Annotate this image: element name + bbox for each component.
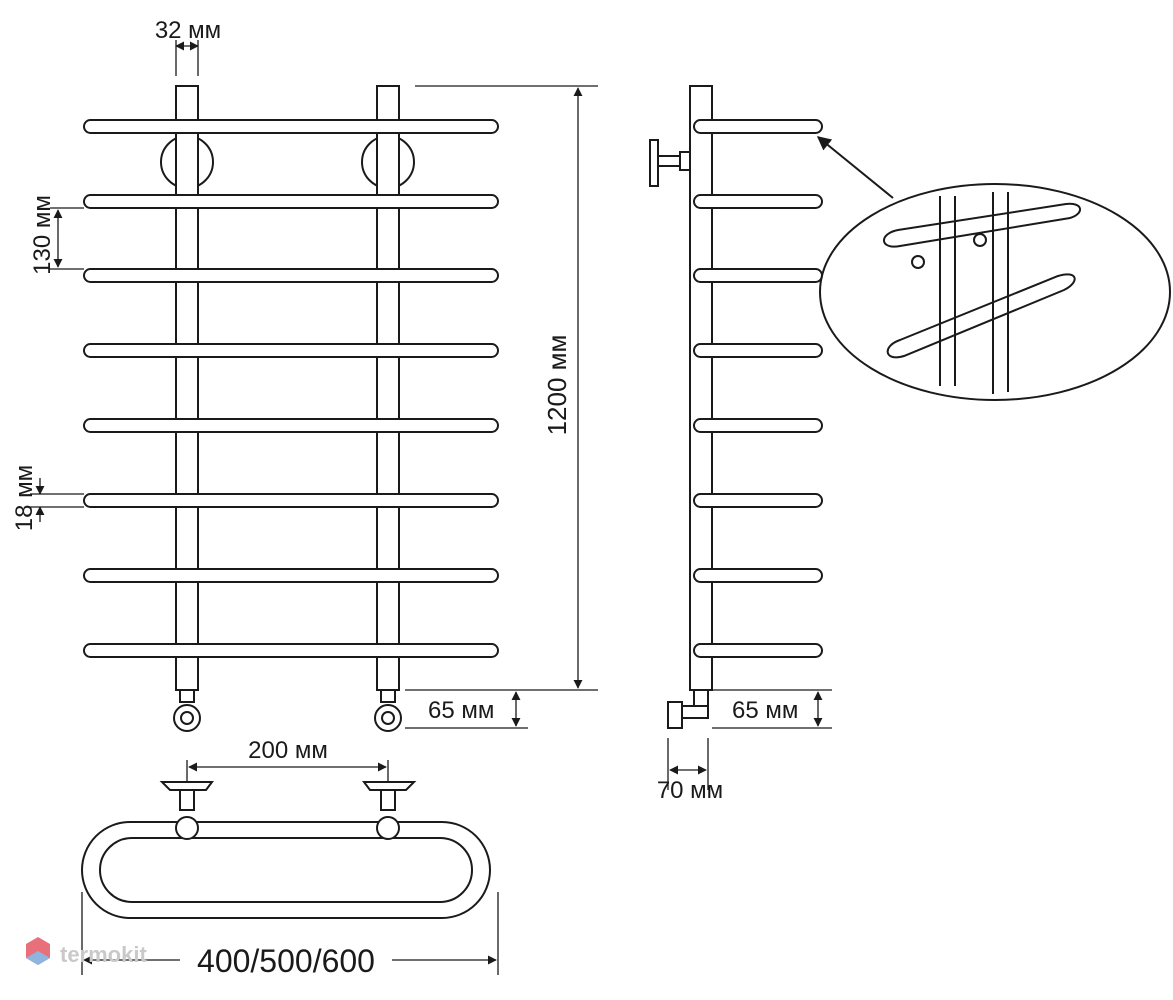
top-view (81, 781, 491, 919)
termokit-watermark: termokit (26, 937, 147, 967)
top-mount-left (159, 781, 214, 791)
dimension-lines (30, 40, 832, 975)
rung (83, 493, 499, 508)
label-outlet-front: 65 мм (428, 697, 494, 724)
rung (83, 643, 499, 658)
detail-view (816, 136, 1171, 401)
side-post (689, 85, 713, 691)
label-wall-distance: 70 мм (657, 777, 723, 804)
label-outlet-side: 65 мм (732, 697, 798, 724)
top-loop-inner (99, 837, 473, 903)
bottom-fitting-right (374, 689, 402, 732)
vertical-post-right (376, 85, 400, 691)
label-rung-diameter: 18 мм (11, 465, 38, 531)
bottom-fitting-left (173, 689, 201, 732)
side-wall-bracket (649, 139, 691, 187)
label-pipe-diameter: 32 мм (155, 17, 221, 44)
rung (83, 119, 499, 134)
vertical-post-left (175, 85, 199, 691)
label-axis-distance: 200 мм (248, 737, 328, 764)
rung (83, 568, 499, 583)
rung (83, 194, 499, 209)
side-view (649, 85, 823, 729)
top-mount-right (362, 781, 417, 791)
front-view (83, 85, 499, 732)
rung (83, 343, 499, 358)
termokit-logo-icon (26, 937, 50, 965)
rungs-side (693, 119, 823, 658)
label-total-height: 1200 мм (542, 335, 572, 436)
rung (83, 418, 499, 433)
dimension-labels: 32 мм 1200 мм 130 мм 18 мм 65 мм 65 мм 7… (11, 17, 798, 979)
watermark-brand: termokit (60, 942, 147, 967)
detail-leader (816, 136, 894, 199)
rung (83, 268, 499, 283)
top-loop-outer (81, 821, 491, 919)
label-width-options: 400/500/600 (197, 943, 375, 979)
side-bottom-valve (667, 689, 709, 729)
rungs-front (83, 119, 499, 658)
label-rung-spacing: 130 мм (29, 195, 56, 275)
detail-ellipse (819, 183, 1171, 401)
